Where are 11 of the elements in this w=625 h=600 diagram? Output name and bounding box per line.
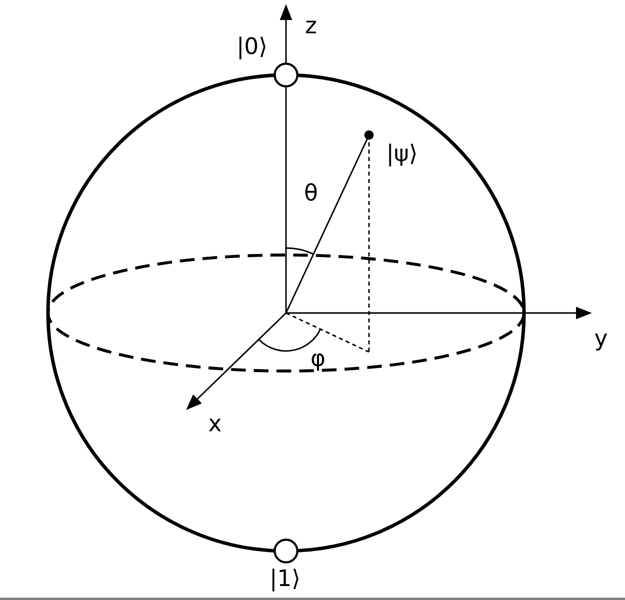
axis-label: x [208, 418, 221, 432]
node-label: |0⟩ [239, 36, 266, 60]
angle-label: φ [312, 353, 324, 371]
basis-state-point: |0⟩ [239, 36, 298, 88]
basis-state-point: |1⟩ [272, 538, 298, 592]
axis-label: y [594, 333, 608, 351]
angle-label: θ [305, 183, 317, 201]
state-point: |ψ⟩ [364, 130, 416, 166]
axis-label: z [306, 20, 316, 34]
node-label: |1⟩ [272, 568, 298, 592]
node-label: |ψ⟩ [389, 144, 416, 166]
